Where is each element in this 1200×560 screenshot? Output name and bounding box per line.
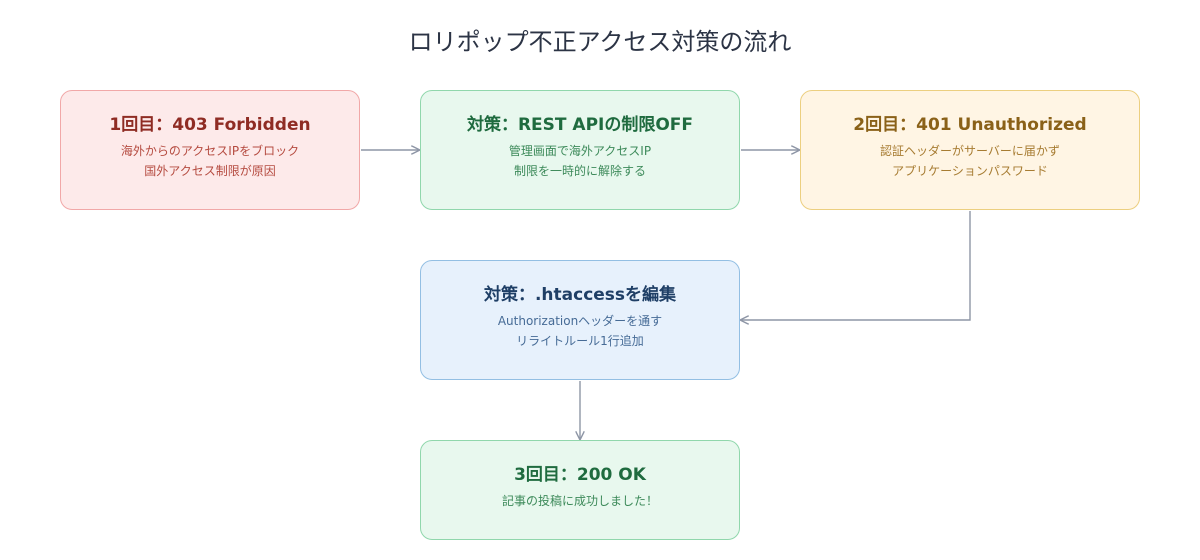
step1-line-1: 海外からのアクセスIPをブロック — [120, 144, 300, 158]
fix1-line-2: 制限を一時的に解除する — [513, 164, 646, 178]
fix1-rest-api-node: 対策：REST APIの制限OFF 管理画面で海外アクセスIP 制限を一時的に解… — [420, 90, 740, 210]
fix2-line-1: Authorizationヘッダーを通す — [497, 314, 663, 328]
fix2-line-2: リライトルール1行追加 — [516, 334, 644, 348]
step2-401-node: 2回目：401 Unauthorized 認証ヘッダーがサーバーに届かず アプリ… — [800, 90, 1140, 210]
step1-403-node: 1回目：403 Forbidden 海外からのアクセスIPをブロック 国外アクセ… — [60, 90, 360, 210]
diagram-title: ロリポップ不正アクセス対策の流れ — [408, 28, 792, 56]
fix1-title: 対策：REST APIの制限OFF — [466, 115, 694, 135]
step3-line-1: 記事の投稿に成功しました！ — [501, 494, 658, 508]
step3-200-node: 3回目：200 OK 記事の投稿に成功しました！ — [420, 440, 740, 540]
arrow-step2-to-fix2 — [741, 211, 971, 320]
step2-line-2: アプリケーションパスワード — [892, 164, 1048, 178]
fix1-line-1: 管理画面で海外アクセスIP — [508, 144, 652, 158]
step2-title: 2回目：401 Unauthorized — [853, 115, 1087, 135]
step3-title: 3回目：200 OK — [514, 465, 646, 485]
fix2-title: 対策：.htaccessを編集 — [483, 285, 677, 305]
step2-line-1: 認証ヘッダーがサーバーに届かず — [880, 144, 1060, 158]
step1-line-2: 国外アクセス制限が原因 — [144, 164, 276, 178]
step1-title: 1回目：403 Forbidden — [109, 115, 311, 135]
fix2-htaccess-node: 対策：.htaccessを編集 Authorizationヘッダーを通す リライ… — [420, 260, 740, 380]
